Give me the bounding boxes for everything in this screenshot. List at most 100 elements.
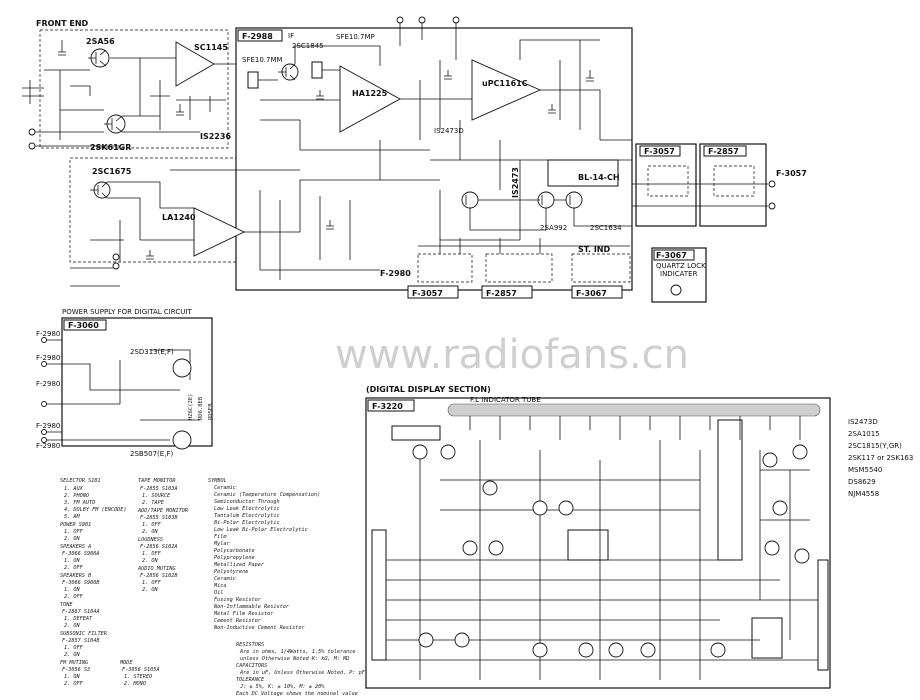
ic-la1240-label: LA1240: [162, 213, 196, 222]
svg-text:ADD/TAPE MONITOR: ADD/TAPE MONITOR: [137, 508, 188, 514]
power-supply-title: POWER SUPPLY FOR DIGITAL CIRCUIT: [62, 308, 192, 316]
svg-text:2SK117 or 2SK163: 2SK117 or 2SK163: [848, 454, 913, 462]
symbol-legend: SYMBOL Ceramic Ceramic (Temperature Comp…: [208, 478, 320, 631]
svg-text:5. AM: 5. AM: [64, 514, 80, 520]
f2988-tag-box: [237, 29, 283, 42]
svg-text:Metal Film Resistor: Metal Film Resistor: [213, 611, 274, 617]
filter-sfe-b-label: SFE10.7MM: [242, 56, 283, 64]
watermark: www.radiofans.cn: [335, 332, 689, 378]
antenna-input: [22, 80, 44, 104]
svg-text:2. MONO: 2. MONO: [124, 681, 146, 687]
svg-text:Ceramic: Ceramic: [214, 485, 236, 491]
svg-text:2. OFF: 2. OFF: [64, 565, 84, 571]
svg-text:2SA1015: 2SA1015: [848, 430, 880, 438]
ic-is2473-label: IS2473: [511, 167, 520, 198]
transistor-right-a: [461, 191, 479, 209]
f3057-top-block: [635, 143, 697, 227]
f2988-tag: F-2988: [242, 32, 273, 41]
svg-text:Non-Inflammable Resistor: Non-Inflammable Resistor: [213, 604, 290, 610]
svg-text:2. ON: 2. ON: [142, 529, 158, 535]
svg-text:2. ON: 2. ON: [64, 536, 80, 542]
fl-indicator-tube: [447, 403, 821, 417]
ic-msm5540: [567, 529, 609, 561]
stage-right-section: IS2473 BL-14-CH 2SA992 2SC1634: [439, 159, 632, 241]
svg-text:F-2856 S102B: F-2856 S102B: [140, 573, 177, 579]
svg-text:1. AUX: 1. AUX: [64, 486, 84, 492]
svg-text:1. STEREO: 1. STEREO: [124, 674, 152, 680]
svg-text:J: ± 5%, K: ± 10%, M: ± 20%: J: ± 5%, K: ± 10%, M: ± 20%: [239, 684, 325, 690]
svg-text:Cement Resistor: Cement Resistor: [214, 618, 262, 624]
svg-text:IS2473D: IS2473D: [848, 418, 878, 426]
svg-text:Bi-Polar Electrolytic: Bi-Polar Electrolytic: [214, 520, 280, 526]
ic-ha1225: [339, 65, 401, 133]
svg-text:1. ON: 1. ON: [64, 674, 80, 680]
svg-text:2. PHONO: 2. PHONO: [64, 493, 89, 499]
transistor-2sc1634: [565, 191, 583, 209]
svg-text:TOLERANCE: TOLERANCE: [236, 677, 265, 683]
if-label: IF: [288, 32, 294, 40]
svg-text:2. ON: 2. ON: [142, 587, 158, 593]
ic-upc1161c: [471, 59, 542, 121]
svg-text:1. ON: 1. ON: [64, 587, 80, 593]
f3057-top-tag: F-3057: [644, 147, 675, 156]
switch-list: SELECTOR S101 1. AUX 2. PHONO 3. FM AUTO…: [60, 478, 159, 687]
svg-text:Low Leak Bi-Polar Electrolytic: Low Leak Bi-Polar Electrolytic: [214, 527, 308, 533]
svg-text:F-3056 S105A: F-3056 S105A: [122, 667, 159, 673]
ps-input-5: F-2980: [36, 442, 60, 450]
quartz-lock-block: [651, 247, 707, 303]
svg-text:Ceramic: Ceramic: [214, 576, 236, 582]
svg-text:Non-Inductive Cement Resistor: Non-Inductive Cement Resistor: [213, 625, 305, 631]
svg-text:SPEAKERS A: SPEAKERS A: [60, 544, 91, 550]
ic-ds8629: [751, 617, 783, 659]
svg-text:F-3056 S3: F-3056 S3: [62, 667, 90, 673]
svg-text:SELECTOR S101: SELECTOR S101: [60, 478, 101, 484]
quartz-tag: F-3067: [656, 251, 687, 260]
svg-text:DS8629: DS8629: [848, 478, 876, 486]
svg-text:unless Otherwise Noted K: kΩ,: unless Otherwise Noted K: kΩ, M: MΩ: [240, 656, 350, 662]
svg-text:AUDIO MUTING: AUDIO MUTING: [137, 566, 175, 572]
transistor-2sb507: [172, 430, 192, 450]
display-connector-left: [371, 529, 387, 661]
svg-text:F-3066 S900B: F-3066 S900B: [62, 580, 99, 586]
svg-text:2. OFF: 2. OFF: [64, 681, 84, 687]
front-end-title: FRONT END: [36, 19, 89, 28]
svg-text:LOUDNESS: LOUDNESS: [138, 537, 163, 543]
svg-text:Each DC Voltage shows the nomi: Each DC Voltage shows the nominal value: [236, 691, 358, 697]
svg-text:2. OFF: 2. OFF: [64, 594, 84, 600]
transistor-2sk61gr-label: 2SK61GR: [90, 143, 131, 152]
display-connector-right: [817, 559, 829, 671]
svg-text:1. OFF: 1. OFF: [142, 551, 162, 557]
f2857-top-tag-box: [703, 145, 747, 157]
transistor-2sa992: [537, 191, 555, 209]
notes: RESISTORS Are in ohms, 1/4Watts, 1.5% to…: [236, 642, 366, 697]
svg-text:F-2867 S104A: F-2867 S104A: [62, 609, 99, 615]
f3057-out-tag: F-3057: [776, 169, 807, 178]
f2857-top-block: [699, 143, 767, 227]
svg-text:1. OFF: 1. OFF: [64, 529, 84, 535]
svg-text:1. ON: 1. ON: [64, 558, 80, 564]
ps-input-3: F-2980: [36, 380, 60, 388]
svg-text:Metallized Paper: Metallized Paper: [213, 562, 265, 568]
quartz-line1: QUARTZ LOCK: [656, 262, 706, 270]
f3057-bottom-tag: F-3057: [412, 289, 443, 298]
svg-text:F-3066 S900A: F-3066 S900A: [62, 551, 99, 557]
svg-text:Oil: Oil: [214, 590, 223, 596]
svg-text:2. ON: 2. ON: [64, 652, 80, 658]
ic-sc1145: [175, 41, 215, 87]
diode-hz6c-label: HZ6C(2E): [188, 394, 194, 421]
svg-text:Ceramic (Temperature Compensat: Ceramic (Temperature Compensation): [214, 492, 320, 498]
ic-sc1145-label: SC1145: [194, 43, 228, 52]
svg-text:Are in ohms, 1/4Watts, 1.5% to: Are in ohms, 1/4Watts, 1.5% tolerance: [239, 649, 356, 655]
svg-text:1. OFF: 1. OFF: [142, 580, 162, 586]
svg-text:SYMBOL: SYMBOL: [208, 478, 227, 484]
svg-text:SPEAKERS B: SPEAKERS B: [60, 573, 91, 579]
svg-text:TONE: TONE: [60, 602, 73, 608]
f2857-top-tag: F-2857: [708, 147, 739, 156]
svg-text:MSM5540: MSM5540: [848, 466, 882, 474]
transistor-2sc1675-label: 2SC1675: [92, 167, 132, 176]
diode-rd5eb-label: RD5EB: [208, 403, 214, 420]
ceramic-filter-b: [311, 61, 323, 79]
svg-text:CAPACITORS: CAPACITORS: [236, 663, 267, 669]
connector-blocks: F-3057 F-2857 F-3057 F-3067 QUARTZ LOCK …: [380, 143, 807, 303]
svg-text:Mylar: Mylar: [213, 541, 230, 547]
